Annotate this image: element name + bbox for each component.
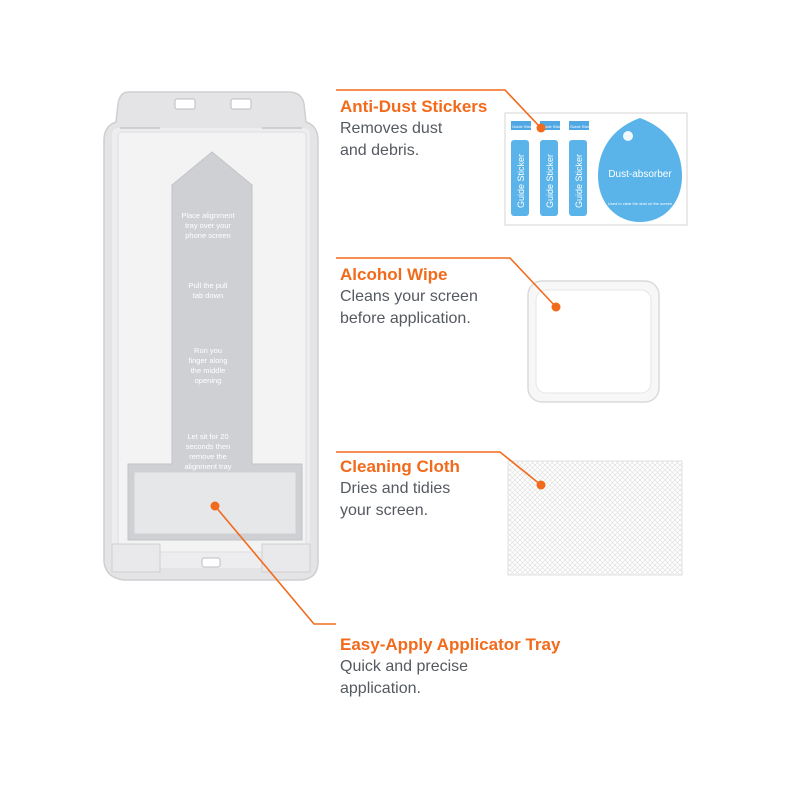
dust-absorber-disc [598, 118, 682, 222]
anti-dust-desc: Removes dust and debris. [340, 120, 443, 159]
cleaning-cloth-desc: Dries and tidies your screen. [340, 480, 451, 519]
applicator-tray [103, 91, 319, 581]
cleaning-cloth-dot [536, 480, 546, 490]
tray-title: Easy-Apply Applicator Tray [340, 635, 561, 654]
tray-step-2: Pull the pull tab down [188, 281, 228, 300]
guide-sticker-label: Guide Sticker [545, 154, 555, 208]
guide-sticker-3 [569, 121, 589, 216]
tray-dot [210, 501, 220, 511]
tray-desc: Quick and precise application. [340, 658, 469, 697]
small-sticker-label: Guide Sticker [541, 124, 566, 129]
guide-sticker-label: Guide Sticker [516, 154, 526, 208]
anti-dust-dot [536, 123, 546, 133]
alcohol-wipe-callout: Alcohol Wipe Cleans your screen before a… [340, 264, 478, 330]
dust-absorber-note: Used to clear the dust on the screen [608, 201, 672, 206]
anti-dust-sticker-sheet: Guide Sticker Guide Sticker Guide Sticke… [504, 112, 688, 226]
alcohol-wipe-title: Alcohol Wipe [340, 265, 448, 284]
cleaning-cloth [507, 460, 683, 576]
tray-step-1: Place alignment tray over your phone scr… [181, 211, 235, 240]
tray-callout: Easy-Apply Applicator Tray Quick and pre… [340, 634, 560, 700]
alcohol-wipe-desc: Cleans your screen before application. [340, 288, 478, 327]
dust-absorber-label: Dust-absorber [608, 169, 672, 180]
alcohol-wipe-dot [551, 302, 561, 312]
cleaning-cloth-title: Cleaning Cloth [340, 457, 460, 476]
callout-leaders [214, 89, 557, 625]
tray-step-3: Run you finger along the middle opening [188, 346, 228, 385]
pull-tab-icon [623, 131, 633, 141]
guide-sticker-1 [511, 121, 531, 216]
tray-step-4: Let sit for 20 seconds then remove the a… [184, 432, 232, 471]
cleaning-cloth-callout: Cleaning Cloth Dries and tidies your scr… [340, 456, 460, 522]
anti-dust-callout: Anti-Dust Stickers Removes dust and debr… [340, 96, 487, 162]
small-sticker-label: Guide Sticker [570, 124, 595, 129]
small-sticker-label: Guide Sticker [512, 124, 537, 129]
guide-sticker-2 [540, 121, 560, 216]
alcohol-wipe-packet [527, 280, 660, 403]
callout-dots [210, 123, 561, 511]
guide-sticker-label: Guide Sticker [574, 154, 584, 208]
anti-dust-title: Anti-Dust Stickers [340, 97, 488, 116]
